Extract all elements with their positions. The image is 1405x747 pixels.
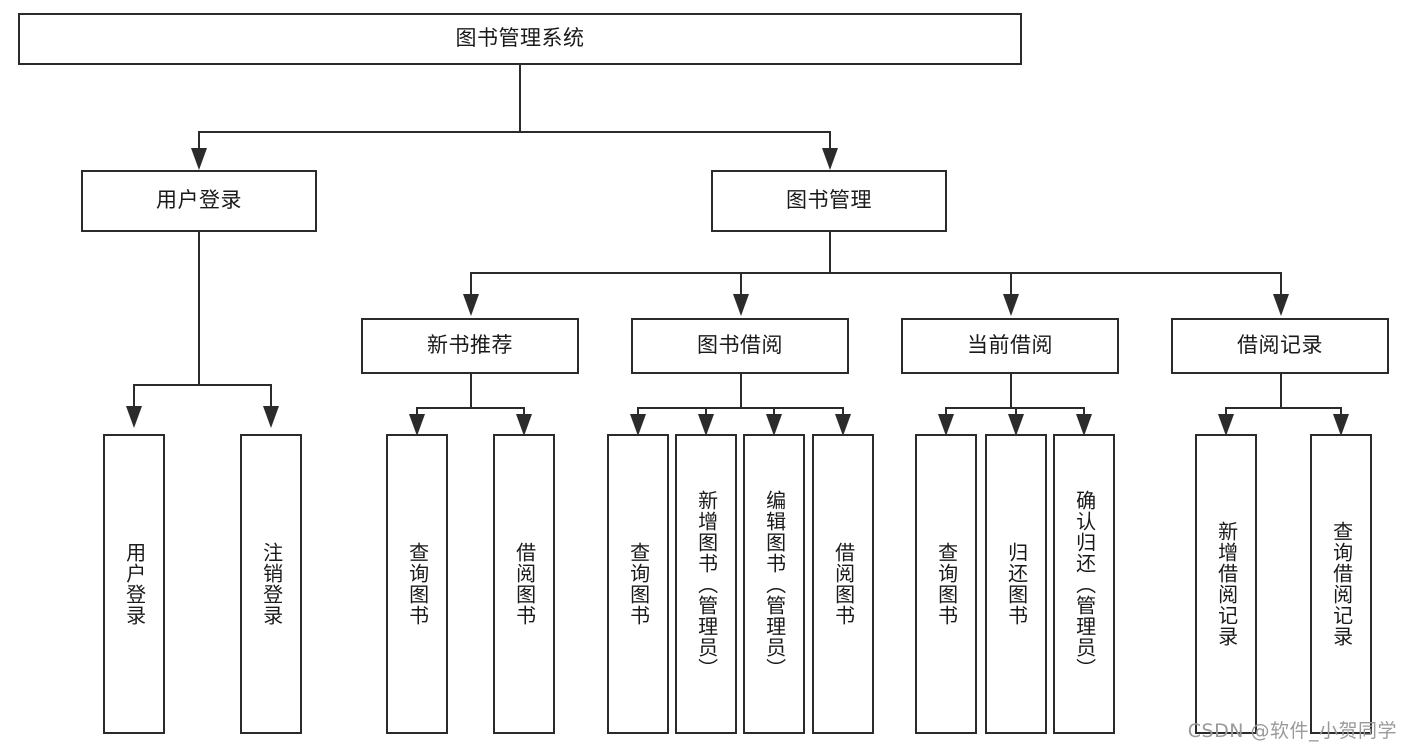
connector-cb-to-leaf-1 xyxy=(945,407,947,419)
arrowhead-user-login-to-leaf-1 xyxy=(126,406,142,428)
arrowhead-user-login-to-leaf-2 xyxy=(263,406,279,428)
connector-root-to-book-management xyxy=(829,131,831,153)
node-current-borrow[interactable]: 当前借阅 xyxy=(901,318,1119,374)
node-label: 归还图书 xyxy=(1004,542,1029,626)
connector-user-login-to-leaf-2 xyxy=(270,384,272,410)
connector-br-to-leaf-1 xyxy=(1225,407,1227,419)
node-new-book-recommend[interactable]: 新书推荐 xyxy=(361,318,579,374)
node-label: 借阅记录 xyxy=(1237,333,1323,358)
node-label: 用户登录 xyxy=(156,188,242,213)
node-user-login[interactable]: 用户登录 xyxy=(81,170,317,232)
arrowhead-cb-to-leaf-3 xyxy=(1076,414,1092,436)
connector-book-management-bus xyxy=(470,272,1281,274)
arrowhead-bb-to-leaf-3 xyxy=(766,414,782,436)
node-label: 图书管理 xyxy=(786,188,872,213)
connector-bb-to-leaf-2 xyxy=(705,407,707,419)
node-label: 查询图书 xyxy=(934,542,959,626)
arrowhead-bm-to-borrow-record xyxy=(1273,294,1289,316)
arrowhead-bm-to-book-borrow xyxy=(733,294,749,316)
connector-cb-to-leaf-2 xyxy=(1015,407,1017,419)
leaf-query-borrow-record[interactable]: 查询借阅记录 xyxy=(1310,434,1372,734)
leaf-add-borrow-record[interactable]: 新增借阅记录 xyxy=(1195,434,1257,734)
node-label: 借阅图书 xyxy=(831,542,856,626)
connector-new-book-to-leaf-2 xyxy=(523,407,525,419)
leaf-confirm-return-admin[interactable]: 确认归还（管理员） xyxy=(1053,434,1115,734)
arrowhead-new-book-to-leaf-1 xyxy=(409,414,425,436)
arrowhead-root-to-book-management xyxy=(822,148,838,170)
leaf-borrow-book[interactable]: 借阅图书 xyxy=(812,434,874,734)
node-label: 查询图书 xyxy=(405,542,430,626)
connector-user-login-bus xyxy=(133,384,270,386)
node-label: 当前借阅 xyxy=(967,333,1053,358)
node-label: 借阅图书 xyxy=(512,542,537,626)
arrowhead-new-book-to-leaf-2 xyxy=(516,414,532,436)
connector-new-book-stem xyxy=(470,374,472,408)
arrowhead-bb-to-leaf-2 xyxy=(698,414,714,436)
connector-borrow-record-bus xyxy=(1225,407,1341,409)
node-book-management[interactable]: 图书管理 xyxy=(711,170,947,232)
node-label: 图书管理系统 xyxy=(455,26,585,51)
connector-bm-to-book-borrow xyxy=(740,272,742,296)
leaf-logout[interactable]: 注销登录 xyxy=(240,434,302,734)
node-label: 查询图书 xyxy=(626,542,651,626)
node-book-borrow[interactable]: 图书借阅 xyxy=(631,318,849,374)
connector-bb-to-leaf-1 xyxy=(637,407,639,419)
connector-bm-to-current-borrow xyxy=(1010,272,1012,296)
arrowhead-bm-to-new-book xyxy=(463,294,479,316)
arrowhead-br-to-leaf-2 xyxy=(1333,414,1349,436)
connector-root-stem xyxy=(519,65,521,132)
connector-current-borrow-bus xyxy=(945,407,1084,409)
connector-new-book-to-leaf-1 xyxy=(416,407,418,419)
node-label: 编辑图书（管理员） xyxy=(762,489,787,679)
connector-root-to-user-login xyxy=(198,131,200,153)
connector-bm-to-new-book xyxy=(470,272,472,296)
leaf-return-book[interactable]: 归还图书 xyxy=(985,434,1047,734)
node-label: 注销登录 xyxy=(259,542,284,626)
connector-book-management-stem xyxy=(829,232,831,273)
node-label: 用户登录 xyxy=(122,542,147,626)
connector-new-book-bus xyxy=(416,407,524,409)
arrowhead-cb-to-leaf-1 xyxy=(938,414,954,436)
node-label: 确认归还（管理员） xyxy=(1072,489,1097,679)
connector-bm-to-borrow-record xyxy=(1280,272,1282,296)
connector-user-login-stem xyxy=(198,232,200,385)
arrowhead-br-to-leaf-1 xyxy=(1218,414,1234,436)
leaf-borrow-book-recommend[interactable]: 借阅图书 xyxy=(493,434,555,734)
connector-book-borrow-bus xyxy=(637,407,844,409)
node-label: 新增借阅记录 xyxy=(1214,521,1239,647)
leaf-query-book-recommend[interactable]: 查询图书 xyxy=(386,434,448,734)
node-label: 查询借阅记录 xyxy=(1329,521,1354,647)
connector-book-borrow-stem xyxy=(740,374,742,408)
node-borrow-record[interactable]: 借阅记录 xyxy=(1171,318,1389,374)
connector-root-bus xyxy=(198,131,831,133)
connector-current-borrow-stem xyxy=(1010,374,1012,408)
leaf-user-login[interactable]: 用户登录 xyxy=(103,434,165,734)
leaf-query-book-current[interactable]: 查询图书 xyxy=(915,434,977,734)
node-root-book-management-system[interactable]: 图书管理系统 xyxy=(18,13,1022,65)
connector-borrow-record-stem xyxy=(1280,374,1282,408)
node-label: 新增图书（管理员） xyxy=(694,489,719,679)
node-label: 图书借阅 xyxy=(697,333,783,358)
arrowhead-root-to-user-login xyxy=(191,148,207,170)
leaf-add-book-admin[interactable]: 新增图书（管理员） xyxy=(675,434,737,734)
arrowhead-bm-to-current-borrow xyxy=(1003,294,1019,316)
connector-user-login-to-leaf-1 xyxy=(133,384,135,410)
node-label: 新书推荐 xyxy=(427,333,513,358)
connector-bb-to-leaf-3 xyxy=(773,407,775,419)
connector-cb-to-leaf-3 xyxy=(1083,407,1085,419)
connector-br-to-leaf-2 xyxy=(1340,407,1342,419)
leaf-query-book-borrow[interactable]: 查询图书 xyxy=(607,434,669,734)
arrowhead-bb-to-leaf-4 xyxy=(835,414,851,436)
arrowhead-bb-to-leaf-1 xyxy=(630,414,646,436)
connector-bb-to-leaf-4 xyxy=(842,407,844,419)
arrowhead-cb-to-leaf-2 xyxy=(1008,414,1024,436)
leaf-edit-book-admin[interactable]: 编辑图书（管理员） xyxy=(743,434,805,734)
